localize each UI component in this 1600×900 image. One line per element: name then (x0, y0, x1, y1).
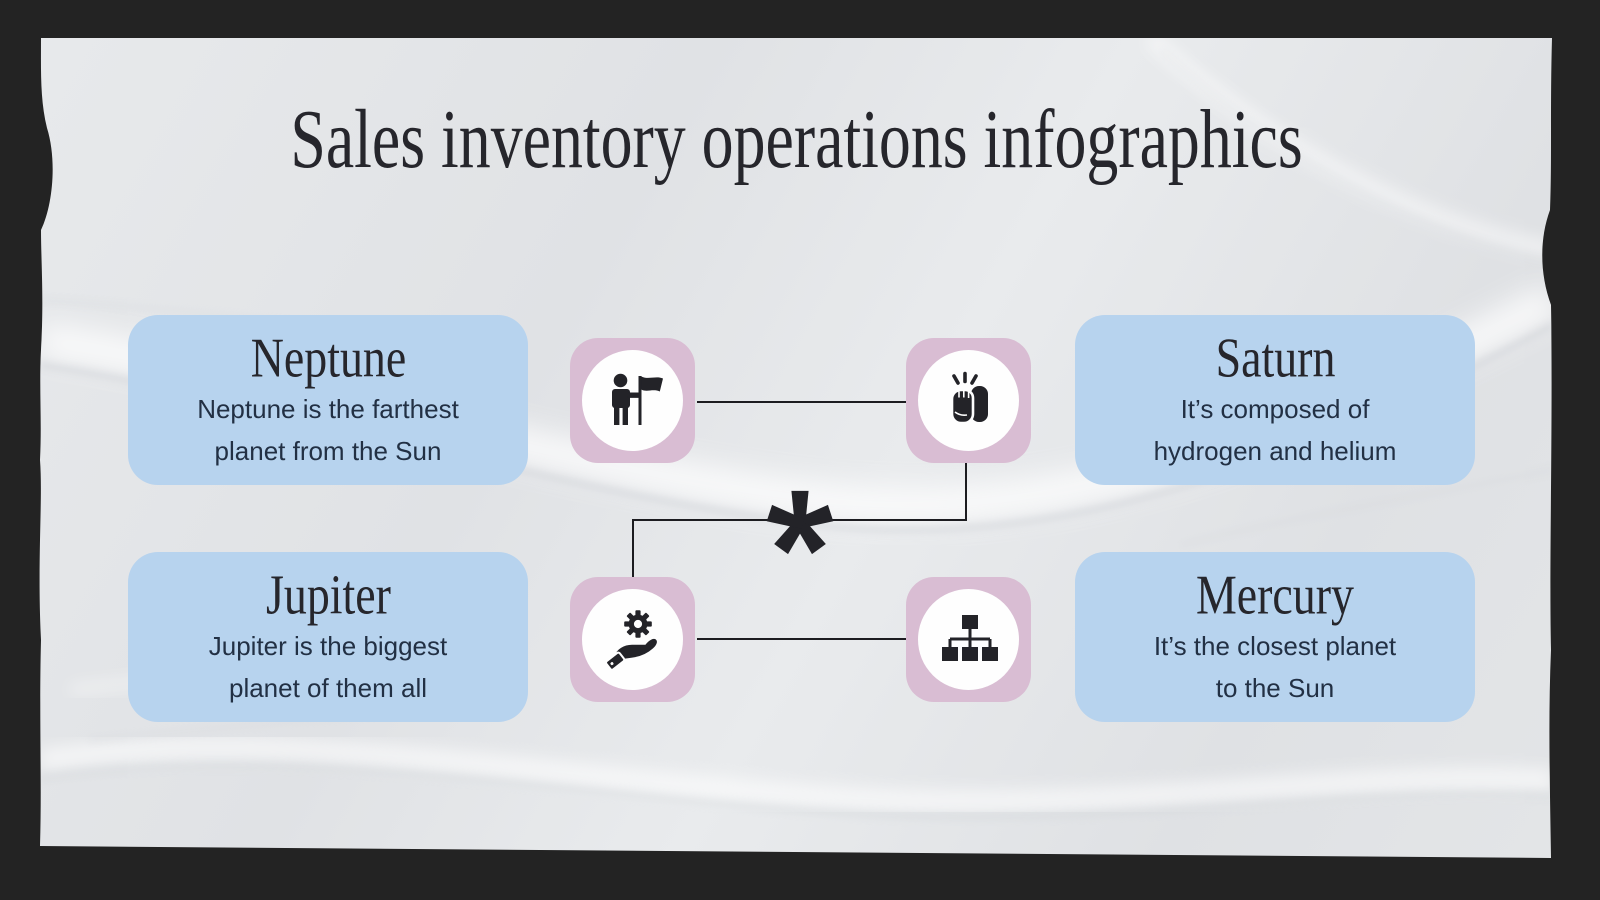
card-description-line: It’s the closest planet (1153, 631, 1397, 661)
card-neptune: Neptune Neptune is the farthest planet f… (128, 315, 528, 485)
goal-flag-icon (611, 373, 663, 425)
hierarchy-icon (941, 614, 998, 661)
card-description-line: Jupiter is the biggest (208, 631, 448, 661)
card-description-line: planet from the Sun (214, 436, 442, 466)
slide-title: Sales inventory operations infographics (290, 93, 1303, 186)
icon-circle (918, 589, 1019, 690)
card-title: Neptune (250, 326, 406, 390)
card-description-line: planet of them all (228, 673, 427, 703)
icon-tile-services (570, 577, 695, 702)
card-saturn: Saturn It’s composed of hydrogen and hel… (1075, 315, 1475, 485)
fist-bump-icon (950, 371, 988, 424)
card-description-line: It’s composed of (1180, 394, 1370, 424)
card-title: Jupiter (265, 563, 391, 627)
asterisk-symbol (766, 490, 834, 555)
card-jupiter: Jupiter Jupiter is the biggest planet of… (128, 552, 528, 722)
card-title: Saturn (1215, 326, 1335, 390)
icon-tile-teamwork (906, 338, 1031, 463)
card-description-line: hydrogen and helium (1153, 436, 1397, 466)
icon-tile-organization (906, 577, 1031, 702)
card-mercury: Mercury It’s the closest planet to the S… (1075, 552, 1475, 722)
icon-circle (918, 350, 1019, 451)
icon-circle (582, 350, 683, 451)
card-description-line: to the Sun (1215, 673, 1335, 703)
card-title: Mercury (1195, 563, 1355, 627)
icon-circle (582, 589, 683, 690)
card-description-line: Neptune is the farthest (197, 394, 459, 424)
gear-hand-icon (604, 609, 659, 671)
icon-tile-goal (570, 338, 695, 463)
